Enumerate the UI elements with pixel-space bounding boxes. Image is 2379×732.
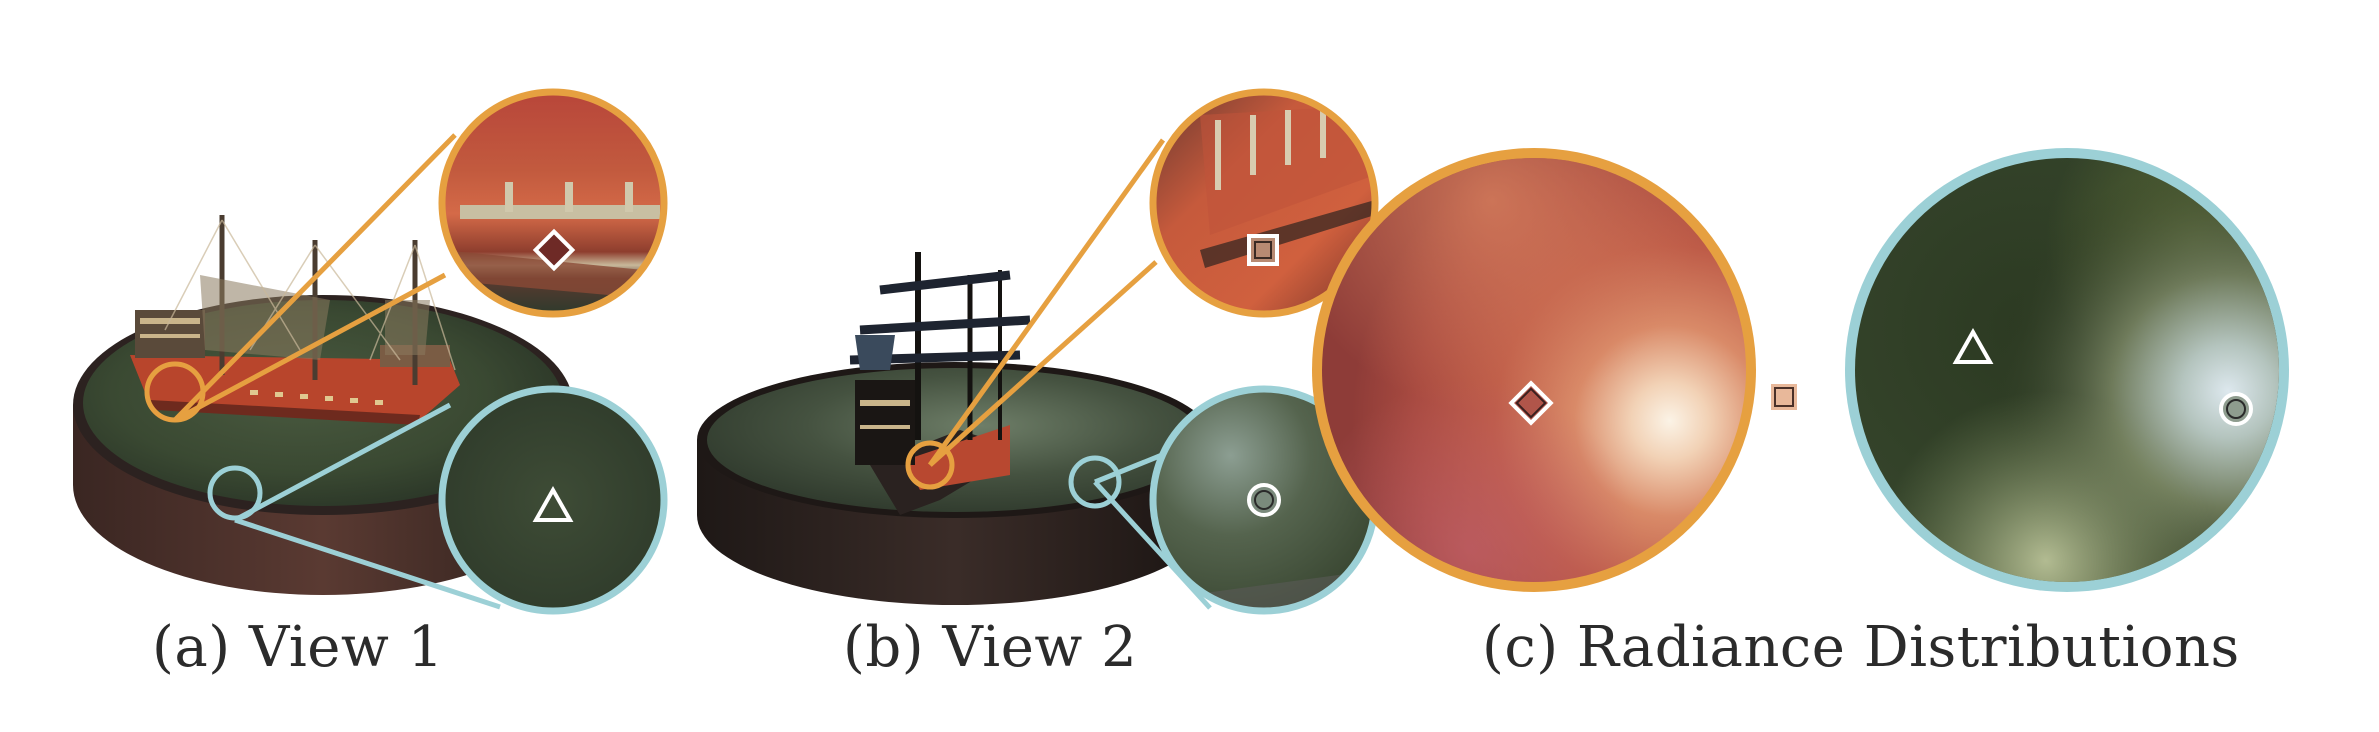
radiance-sphere-green — [1845, 148, 2289, 592]
diamond-marker — [532, 228, 576, 272]
radiance-sphere-warm — [1312, 148, 1801, 592]
circle-marker — [2219, 392, 2253, 426]
zoom-inset-hull — [438, 88, 668, 318]
panel-radiance-distributions — [1312, 148, 2289, 592]
zoom-inset-water — [438, 385, 668, 615]
panel-view-2 — [697, 88, 1379, 615]
caption-view-1: (a) View 1 — [152, 615, 444, 680]
source-region-water — [1068, 455, 1122, 509]
triangle-marker — [532, 485, 574, 522]
source-region-hull — [905, 440, 955, 490]
triangle-marker — [1952, 327, 1994, 364]
square-marker — [1767, 380, 1801, 414]
square-marker — [1247, 234, 1279, 266]
source-region-water — [207, 465, 263, 521]
zoom-connectors — [173, 133, 501, 610]
caption-radiance-distributions: (c) Radiance Distributions — [1482, 615, 2240, 680]
source-region-hull — [144, 361, 206, 423]
caption-view-2: (b) View 2 — [843, 615, 1138, 680]
ship — [849, 252, 1031, 515]
panel-view-1 — [73, 88, 668, 615]
circle-marker — [1247, 483, 1281, 517]
diamond-marker — [1508, 380, 1554, 426]
ship — [130, 215, 460, 425]
